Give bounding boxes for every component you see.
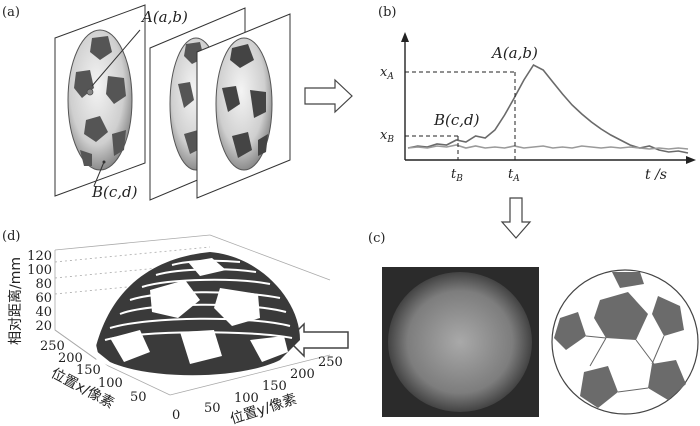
series-line-2 (407, 144, 689, 150)
y-tick: 50 (204, 401, 221, 416)
y-axis-arrow (401, 32, 409, 42)
leader-b (93, 161, 105, 187)
point-a-label: A(a,b) (140, 8, 188, 26)
x-axis-arrow (686, 156, 696, 164)
arrow-down (500, 197, 532, 239)
panel-d: (d) (2, 229, 343, 426)
x-tick-tA: tA (508, 167, 520, 184)
panel-d-label: (d) (2, 229, 20, 244)
z-tick: 100 (27, 263, 52, 278)
z-tick: 120 (27, 249, 52, 264)
x-tick: 0 (172, 408, 180, 423)
x-tick: 200 (58, 351, 83, 366)
segmented-ball (551, 269, 699, 415)
y-tick-xB: xB (380, 128, 394, 145)
x-tick: 250 (40, 339, 65, 354)
y-tick-xA: xA (380, 65, 394, 82)
z-axis-label: 相对距离/mm (7, 257, 24, 345)
z-tick: 80 (35, 277, 52, 292)
ball-3 (215, 37, 273, 171)
series-line-1 (407, 63, 689, 154)
x-tick: 50 (130, 390, 147, 405)
panel-a: (a) (2, 4, 291, 201)
x-tick-tB: tB (451, 167, 463, 184)
z-tick: 40 (35, 305, 52, 320)
ball-1 (67, 29, 133, 171)
panel-b: (b) A(a,b) B(c,d) xA xB tB tA t /s (378, 5, 696, 184)
depth-image-ball (388, 272, 532, 412)
x-axis-label: t /s (645, 167, 667, 183)
panel-c: (c) (368, 231, 699, 417)
y-tick: 100 (234, 391, 259, 406)
y-ticks: 50 100 150 200 250 (204, 355, 343, 416)
point-b-label: B(c,d) (91, 183, 138, 201)
curve-point-b-label: B(c,d) (433, 111, 480, 129)
arrow-right (304, 78, 353, 114)
x-tick: 100 (98, 376, 123, 391)
leader-a (91, 29, 141, 87)
z-tick: 20 (35, 319, 52, 334)
panel-c-label: (c) (368, 231, 385, 246)
arrow-left (286, 322, 349, 358)
curve-point-a-label: A(a,b) (490, 44, 538, 62)
series-layer (407, 63, 689, 154)
x-ticks: 250 200 150 100 50 0 (40, 339, 180, 423)
y-tick: 150 (262, 379, 287, 394)
z-ticks: 120 100 80 60 40 20 (27, 249, 52, 334)
axes-box (54, 234, 331, 396)
y-tick: 250 (318, 355, 343, 370)
panel-a-label: (a) (2, 5, 20, 20)
panel-b-label: (b) (378, 5, 396, 20)
y-tick: 200 (290, 367, 315, 382)
z-tick: 60 (35, 291, 52, 306)
x-tick: 150 (76, 363, 101, 378)
dome (88, 252, 300, 376)
